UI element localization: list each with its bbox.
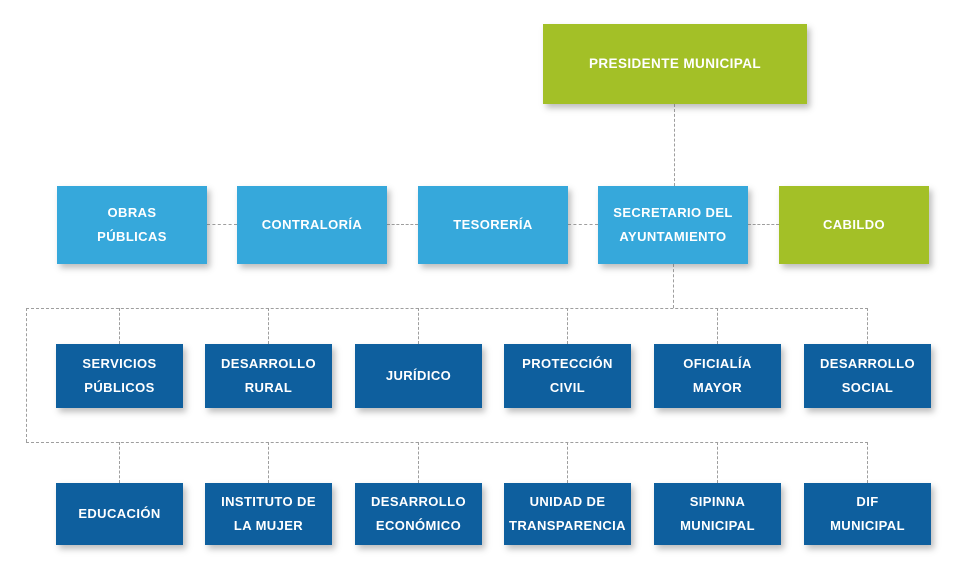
org-node-label: DIF MUNICIPAL [830,494,905,533]
org-node-educacion: EDUCACIÓN [56,483,183,545]
org-node-dif-municipal: DIF MUNICIPAL [804,483,931,545]
connector-drop-proteccion [567,308,568,344]
org-node-label: CONTRALORÍA [261,217,363,232]
org-node-label: DESARROLLO RURAL [221,356,316,395]
org-node-contraloria: CONTRALORÍA [237,186,387,264]
org-node-secretario-del-ayuntamiento: SECRETARIO DEL AYUNTAMIENTO [598,186,748,264]
org-node-proteccion-civil: PROTECCIÓN CIVIL [504,344,631,408]
org-node-label: PRESIDENTE MUNICIPAL [588,56,761,71]
connector-bracket-row4 [26,442,868,443]
org-node-cabildo: CABILDO [779,186,929,264]
connector-drop-economico [418,442,419,483]
connector-secretario-cabildo [748,224,779,225]
connector-left-edge [26,308,27,442]
org-node-label: SECRETARIO DEL AYUNTAMIENTO [613,205,733,244]
org-node-label: SERVICIOS PÚBLICOS [82,356,157,395]
org-node-unidad-de-transparencia: UNIDAD DE TRANSPARENCIA [504,483,631,545]
connector-drop-juridico [418,308,419,344]
org-node-label: CABILDO [822,217,886,232]
connector-obras-contraloria [207,224,237,225]
org-node-label: PROTECCIÓN CIVIL [522,356,613,395]
connector-drop-dif [867,442,868,483]
org-node-obras-publicas: OBRAS PÚBLICAS [57,186,207,264]
connector-drop-social [867,308,868,344]
org-node-label: SIPINNA MUNICIPAL [680,494,755,533]
connector-presidente-secretario [674,104,675,186]
org-node-label: JURÍDICO [385,368,452,383]
org-node-label: UNIDAD DE TRANSPARENCIA [509,494,626,533]
connector-contraloria-tesoreria [387,224,418,225]
connector-drop-oficialia [717,308,718,344]
org-node-label: INSTITUTO DE LA MUJER [221,494,316,533]
org-node-desarrollo-economico: DESARROLLO ECONÓMICO [355,483,482,545]
org-node-desarrollo-social: DESARROLLO SOCIAL [804,344,931,408]
org-node-servicios-publicos: SERVICIOS PÚBLICOS [56,344,183,408]
org-node-presidente-municipal: PRESIDENTE MUNICIPAL [543,24,807,104]
connector-bracket-row3 [26,308,868,309]
org-node-label: TESORERÍA [453,217,533,232]
connector-drop-rural [268,308,269,344]
connector-drop-transparencia [567,442,568,483]
connector-drop-sipinna [717,442,718,483]
org-node-juridico: JURÍDICO [355,344,482,408]
org-node-label: OFICIALÍA MAYOR [683,356,752,395]
org-node-label: OBRAS PÚBLICAS [97,205,167,244]
connector-drop-mujer [268,442,269,483]
org-node-instituto-de-la-mujer: INSTITUTO DE LA MUJER [205,483,332,545]
connector-tesoreria-secretario [568,224,598,225]
org-node-tesoreria: TESORERÍA [418,186,568,264]
org-node-label: DESARROLLO ECONÓMICO [371,494,466,533]
org-node-label: EDUCACIÓN [78,506,161,521]
org-node-oficialia-mayor: OFICIALÍA MAYOR [654,344,781,408]
connector-drop-educacion [119,442,120,483]
org-node-desarrollo-rural: DESARROLLO RURAL [205,344,332,408]
org-node-sipinna-municipal: SIPINNA MUNICIPAL [654,483,781,545]
org-node-label: DESARROLLO SOCIAL [820,356,915,395]
connector-secretario-down [673,264,674,308]
connector-drop-servicios [119,308,120,344]
